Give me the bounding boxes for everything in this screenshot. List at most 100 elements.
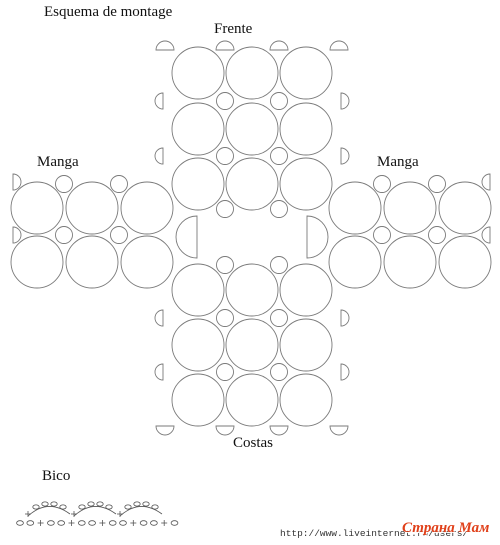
left-sleeve-motif <box>65 235 119 289</box>
edging-chain-stitch <box>78 504 86 510</box>
back-join-circle <box>270 363 288 381</box>
front-motif <box>225 46 279 100</box>
edging-chain-stitch <box>170 520 179 526</box>
front-half-motif <box>269 40 289 51</box>
back-join-circle <box>216 309 234 327</box>
edging-chain-stitch <box>59 504 67 510</box>
front-join-circle <box>270 147 288 165</box>
label-sleeve-right: Manga <box>377 154 419 170</box>
front-motif <box>171 46 225 100</box>
left-sleeve-motif <box>120 181 174 235</box>
left-sleeve-motif <box>10 235 64 289</box>
edging-chain-stitch <box>78 520 86 526</box>
front-join-circle <box>216 200 234 218</box>
back-join-circle <box>216 363 234 381</box>
back-half-motif <box>155 425 175 436</box>
front-half-motif <box>154 92 164 110</box>
left-sleeve-join-circle <box>55 175 73 193</box>
edging-chain-stitch <box>96 501 104 507</box>
watermark-logo: Страна Мам <box>402 520 490 536</box>
back-motif <box>279 318 333 372</box>
body-side-half-motif <box>175 215 198 259</box>
left-sleeve-join-circle <box>55 226 73 244</box>
right-sleeve-join-circle <box>373 175 391 193</box>
front-half-motif <box>340 147 350 165</box>
edging-stitch-chart <box>16 501 179 526</box>
right-sleeve-motif <box>438 235 492 289</box>
right-sleeve-motif <box>328 235 382 289</box>
left-sleeve-join-circle <box>110 175 128 193</box>
edging-chain-stitch <box>88 520 96 526</box>
edging-chain-stitch <box>108 520 117 526</box>
front-join-circle <box>270 200 288 218</box>
edging-chain-stitch <box>119 520 127 526</box>
right-sleeve-half-motif <box>481 173 491 191</box>
diagram-title: Esquema de montage <box>44 4 173 20</box>
edging-arc <box>119 506 163 517</box>
front-half-motif <box>340 92 350 110</box>
front-motif <box>279 157 333 211</box>
edging-chain-stitch <box>124 504 132 510</box>
body-side-half-motif <box>306 215 329 259</box>
back-join-circle <box>270 309 288 327</box>
edging-chain-stitch <box>47 520 55 526</box>
label-sleeve-left: Manga <box>37 154 79 170</box>
back-motif <box>279 373 333 427</box>
front-join-circle <box>270 92 288 110</box>
edging-arc <box>27 506 71 517</box>
edging-chain-stitch <box>151 504 159 510</box>
front-half-motif <box>215 40 235 51</box>
back-motif <box>171 318 225 372</box>
front-motif <box>279 102 333 156</box>
left-sleeve-half-motif <box>12 226 22 244</box>
back-motif <box>171 263 225 317</box>
edging-chain-stitch <box>87 501 95 507</box>
back-motif <box>279 263 333 317</box>
front-join-circle <box>216 92 234 110</box>
right-sleeve-join-circle <box>373 226 391 244</box>
edging-chain-stitch <box>26 520 35 526</box>
back-join-circle <box>270 256 288 274</box>
back-half-motif <box>215 425 235 436</box>
label-front: Frente <box>214 21 253 37</box>
back-half-motif <box>269 425 289 436</box>
edging-chain-stitch <box>139 520 148 526</box>
front-motif <box>279 46 333 100</box>
edging-arc <box>73 506 117 517</box>
front-motif <box>171 157 225 211</box>
left-sleeve-motif <box>10 181 64 235</box>
edging-chain-stitch <box>50 501 58 507</box>
right-sleeve-motif <box>383 235 437 289</box>
right-sleeve-join-circle <box>428 226 446 244</box>
right-sleeve-motif <box>383 181 437 235</box>
edging-chain-stitch <box>133 501 141 507</box>
watermark-url: http://www.liveinternet.ru/users/ <box>280 528 469 539</box>
left-sleeve-half-motif <box>12 173 22 191</box>
label-back: Costas <box>233 435 274 451</box>
edging-chain-stitch <box>57 520 65 526</box>
front-half-motif <box>155 40 175 51</box>
edging-chain-stitch <box>105 504 113 510</box>
front-half-motif <box>329 40 349 51</box>
back-half-motif <box>154 309 164 327</box>
front-motif <box>225 102 279 156</box>
left-sleeve-motif <box>120 235 174 289</box>
back-half-motif <box>340 363 350 381</box>
back-half-motif <box>329 425 349 436</box>
right-sleeve-motif <box>438 181 492 235</box>
back-join-circle <box>216 256 234 274</box>
right-sleeve-half-motif <box>481 226 491 244</box>
right-sleeve-motif <box>328 181 382 235</box>
back-half-motif <box>340 309 350 327</box>
edging-chain-stitch <box>142 501 150 507</box>
left-sleeve-join-circle <box>110 226 128 244</box>
front-half-motif <box>154 147 164 165</box>
back-half-motif <box>154 363 164 381</box>
label-edging: Bico <box>42 468 71 484</box>
front-motif <box>225 157 279 211</box>
back-motif <box>225 318 279 372</box>
back-motif <box>225 263 279 317</box>
front-join-circle <box>216 147 234 165</box>
back-motif <box>225 373 279 427</box>
